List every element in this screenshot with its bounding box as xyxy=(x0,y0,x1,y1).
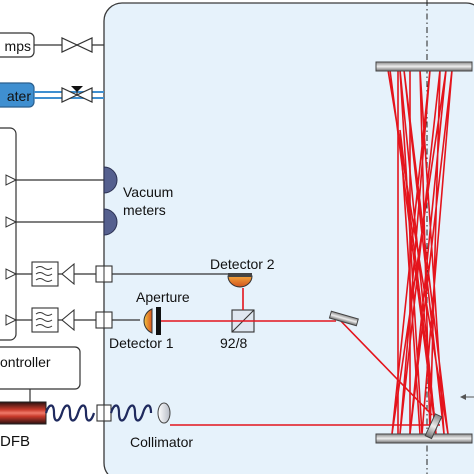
collimator xyxy=(157,402,171,424)
detector-2 xyxy=(227,275,253,288)
aperture-plate xyxy=(156,307,161,335)
controller-box xyxy=(0,346,81,390)
water-label: ater xyxy=(7,88,31,104)
steering-mirror xyxy=(328,310,359,327)
vacuum-chamber xyxy=(103,2,474,474)
collimator-label: Collimator xyxy=(130,434,193,450)
cavity-mirror-top xyxy=(375,61,473,72)
signal-chain-detector1 xyxy=(5,307,140,333)
detector-2-window xyxy=(228,273,252,277)
amplifier-2 xyxy=(61,308,75,332)
cavity-mirror-bottom xyxy=(375,433,473,444)
pointer-arrow-icon xyxy=(460,394,474,400)
detector1-label: Detector 1 xyxy=(109,335,174,351)
vacuum-meter-2 xyxy=(103,208,118,236)
vacuum-label-line1: Vacuum xyxy=(123,184,173,200)
pumps-box: mps xyxy=(0,32,35,58)
amplifier-1 xyxy=(61,262,75,286)
electronics-rack xyxy=(0,127,17,341)
signal-arrow-2 xyxy=(5,216,18,228)
detector-1 xyxy=(143,308,153,334)
aperture-label: Aperture xyxy=(136,289,190,305)
laser-beam xyxy=(161,69,453,435)
controller-label: ontroller xyxy=(0,354,51,370)
dfb-label: DFB xyxy=(0,433,30,450)
signal-arrow-1 xyxy=(5,174,18,186)
water-box: ater xyxy=(0,82,35,108)
pump-valve-icon xyxy=(61,37,93,53)
injection-mirror xyxy=(424,413,443,440)
fiber-coil-outside xyxy=(44,404,96,422)
water-valve-icon xyxy=(61,86,93,103)
vacuum-label-line2: meters xyxy=(123,202,166,218)
signal-chain-detector2 xyxy=(5,261,241,287)
vacuum-meter-1 xyxy=(103,166,118,194)
dfb-laser xyxy=(0,401,47,425)
pumps-label: mps xyxy=(5,38,31,54)
lowpass-filter-1 xyxy=(31,261,59,287)
lowpass-filter-2 xyxy=(31,307,59,333)
fiber-coil-inside xyxy=(109,404,153,422)
splitter-ratio-label: 92/8 xyxy=(220,335,247,351)
detector2-label: Detector 2 xyxy=(210,256,275,272)
